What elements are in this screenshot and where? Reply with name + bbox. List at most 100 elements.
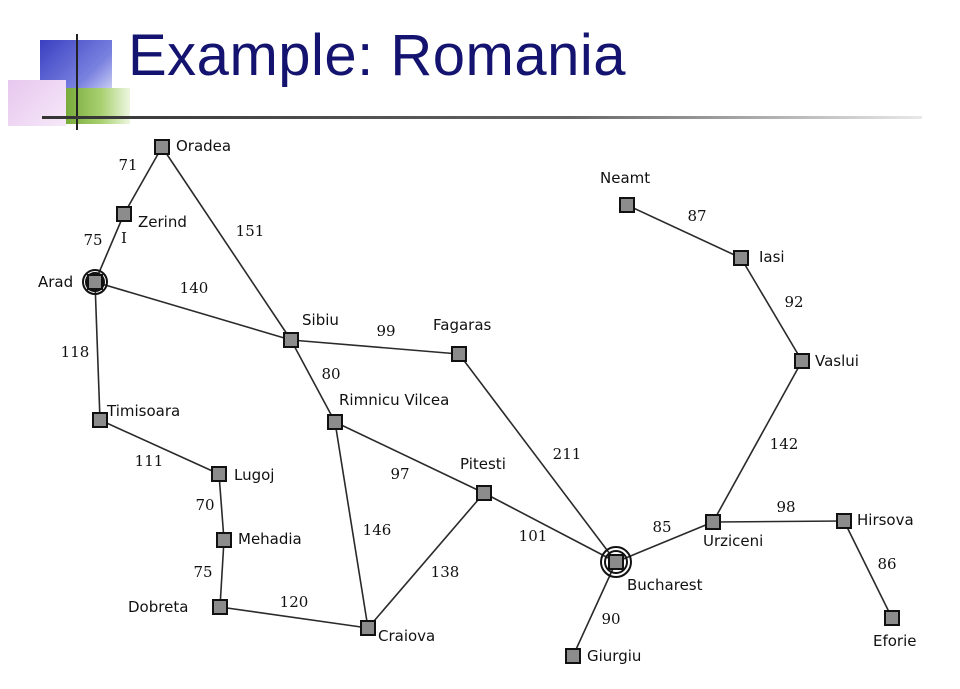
city-square-icon xyxy=(87,274,103,290)
road-lugoj-mehadia xyxy=(218,473,225,541)
city-square-icon xyxy=(733,250,749,266)
city-square-icon xyxy=(116,206,132,222)
road-bucharest-urziceni xyxy=(615,521,714,563)
city-node-vaslui xyxy=(794,353,810,369)
city-label-arad: Arad xyxy=(38,273,73,291)
city-node-craiova xyxy=(360,620,376,636)
distance-label-arad-sibiu: 140 xyxy=(180,279,209,297)
city-label-lugoj: Lugoj xyxy=(234,466,274,484)
decorative-vertical-line xyxy=(76,34,78,130)
city-square-icon xyxy=(608,554,624,570)
city-square-icon xyxy=(836,513,852,529)
road-oradea-zerind xyxy=(123,146,163,215)
road-dobreta-craiova xyxy=(219,606,369,629)
city-label-dobreta: Dobreta xyxy=(128,598,188,616)
city-square-icon xyxy=(619,197,635,213)
city-square-icon xyxy=(476,485,492,501)
city-label-vaslui: Vaslui xyxy=(815,352,859,370)
city-label-timisoara: Timisoara xyxy=(106,402,180,420)
city-node-fagaras xyxy=(451,346,467,362)
road-bucharest-giurgiu xyxy=(572,561,617,657)
road-iasi-neamt xyxy=(626,204,742,259)
goal-ring-inner-icon xyxy=(85,272,105,292)
roads-layer xyxy=(94,146,893,657)
city-square-icon xyxy=(327,414,343,430)
distance-label-sibiu-fagaras: 99 xyxy=(376,322,395,340)
distance-label-oradea-zerind: 71 xyxy=(118,156,137,174)
road-rimnicu-pitesti xyxy=(334,421,485,494)
city-label-oradea: Oradea xyxy=(176,137,231,155)
city-node-zerind xyxy=(116,206,132,222)
city-label-urziceni: Urziceni xyxy=(703,532,763,550)
distance-label-bucharest-giurgiu: 90 xyxy=(601,610,620,628)
city-square-icon xyxy=(212,599,228,615)
distance-label-urziceni-vaslui: 142 xyxy=(770,435,799,453)
road-sibiu-rimnicu xyxy=(290,339,336,423)
city-label-giurgiu: Giurgiu xyxy=(587,647,641,665)
road-vaslui-iasi xyxy=(740,257,803,362)
city-node-pitesti xyxy=(476,485,492,501)
distance-label-iasi-neamt: 87 xyxy=(687,207,706,225)
city-node-bucharest xyxy=(600,546,632,578)
distance-label-pitesti-bucharest: 101 xyxy=(519,527,548,545)
distance-label-lugoj-mehadia: 70 xyxy=(195,496,214,514)
city-square-icon xyxy=(360,620,376,636)
text-cursor-icon: I xyxy=(121,229,127,247)
city-square-icon xyxy=(92,412,108,428)
city-label-bucharest: Bucharest xyxy=(627,576,703,594)
road-hirsova-eforie xyxy=(843,520,893,619)
road-oradea-sibiu xyxy=(161,146,292,341)
cities-layer xyxy=(82,139,900,664)
city-node-urziceni xyxy=(705,514,721,530)
city-label-neamt: Neamt xyxy=(600,169,650,187)
distance-label-timisoara-lugoj: 111 xyxy=(135,452,164,470)
road-mehadia-dobreta xyxy=(219,539,225,608)
city-node-iasi xyxy=(733,250,749,266)
city-label-fagaras: Fagaras xyxy=(433,316,492,334)
distance-label-bucharest-urziceni: 85 xyxy=(652,518,671,536)
goal-ring-inner-icon xyxy=(604,550,628,574)
road-urziceni-hirsova xyxy=(712,520,845,523)
distance-label-oradea-sibiu: 151 xyxy=(236,222,265,240)
city-label-zerind: Zerind xyxy=(138,213,187,231)
distance-label-hirsova-eforie: 86 xyxy=(877,555,896,573)
city-node-mehadia xyxy=(216,532,232,548)
city-node-rimnicu xyxy=(327,414,343,430)
city-square-icon xyxy=(451,346,467,362)
city-node-arad xyxy=(82,269,108,295)
road-arad-sibiu xyxy=(94,281,292,341)
city-node-dobreta xyxy=(212,599,228,615)
city-square-icon xyxy=(283,332,299,348)
city-square-icon xyxy=(211,466,227,482)
slide-title: Example: Romania xyxy=(128,23,626,88)
distance-label-rimnicu-pitesti: 97 xyxy=(390,465,409,483)
city-label-sibiu: Sibiu xyxy=(302,311,339,329)
city-square-icon xyxy=(216,532,232,548)
road-rimnicu-craiova xyxy=(334,421,369,629)
road-pitesti-bucharest xyxy=(483,492,617,563)
city-node-eforie xyxy=(884,610,900,626)
distance-label-vaslui-iasi: 92 xyxy=(784,293,803,311)
city-node-timisoara xyxy=(92,412,108,428)
road-arad-timisoara xyxy=(94,281,101,421)
city-label-craiova: Craiova xyxy=(378,627,435,645)
city-square-icon xyxy=(154,139,170,155)
distance-label-arad-timisoara: 118 xyxy=(61,343,90,361)
city-square-icon xyxy=(884,610,900,626)
city-label-mehadia: Mehadia xyxy=(238,530,302,548)
goal-ring-icon xyxy=(600,546,632,578)
road-urziceni-vaslui xyxy=(712,360,803,523)
city-node-lugoj xyxy=(211,466,227,482)
distance-label-dobreta-craiova: 120 xyxy=(280,593,309,611)
city-node-giurgiu xyxy=(565,648,581,664)
distance-label-zerind-arad: 75 xyxy=(83,231,102,249)
city-square-icon xyxy=(794,353,810,369)
distance-label-craiova-pitesti: 138 xyxy=(431,563,460,581)
distance-label-fagaras-bucharest: 211 xyxy=(553,445,582,463)
city-node-hirsova xyxy=(836,513,852,529)
goal-ring-icon xyxy=(82,269,108,295)
city-node-sibiu xyxy=(283,332,299,348)
